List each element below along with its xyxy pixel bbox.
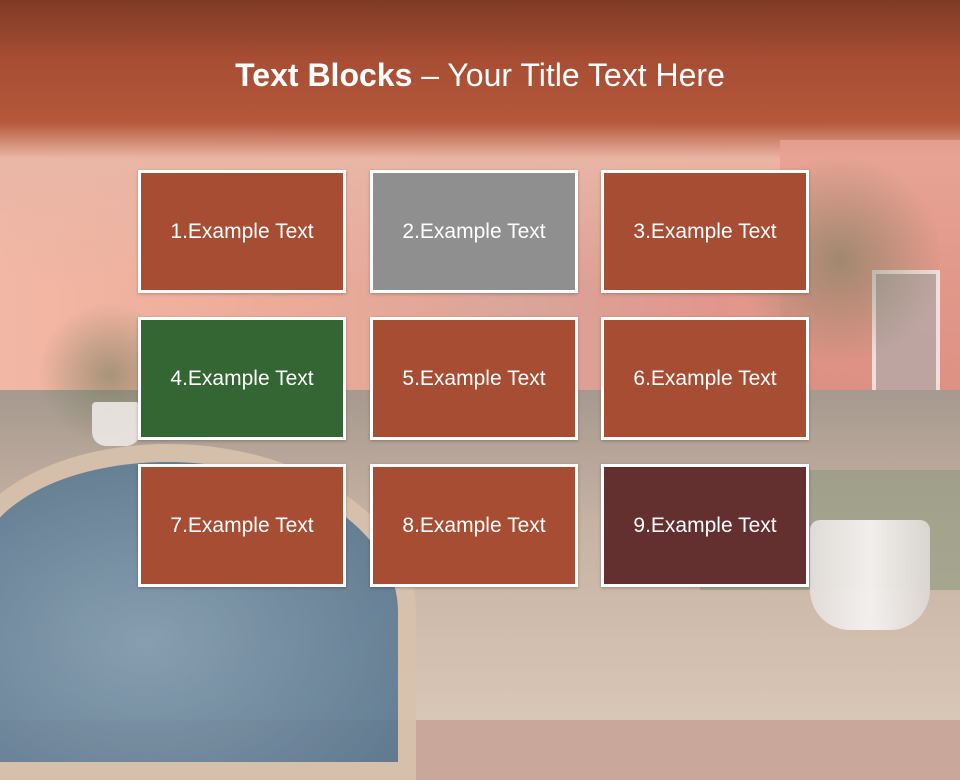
slide-title-separator: –	[412, 57, 448, 93]
text-block-8[interactable]: 8.Example Text	[370, 464, 578, 587]
text-block-2[interactable]: 2.Example Text	[370, 170, 578, 293]
text-block-grid: 1.Example Text 2.Example Text 3.Example …	[138, 170, 818, 594]
slide-title-rest: Your Title Text Here	[447, 57, 725, 93]
text-block-5[interactable]: 5.Example Text	[370, 317, 578, 440]
background-planter	[92, 402, 140, 446]
text-block-1[interactable]: 1.Example Text	[138, 170, 346, 293]
slide-title-bold: Text Blocks	[235, 57, 413, 93]
slide-title: Text Blocks – Your Title Text Here	[0, 55, 960, 95]
background-planter	[810, 520, 930, 630]
text-block-9[interactable]: 9.Example Text	[601, 464, 809, 587]
text-block-4[interactable]: 4.Example Text	[138, 317, 346, 440]
text-block-6[interactable]: 6.Example Text	[601, 317, 809, 440]
text-block-7[interactable]: 7.Example Text	[138, 464, 346, 587]
text-block-3[interactable]: 3.Example Text	[601, 170, 809, 293]
